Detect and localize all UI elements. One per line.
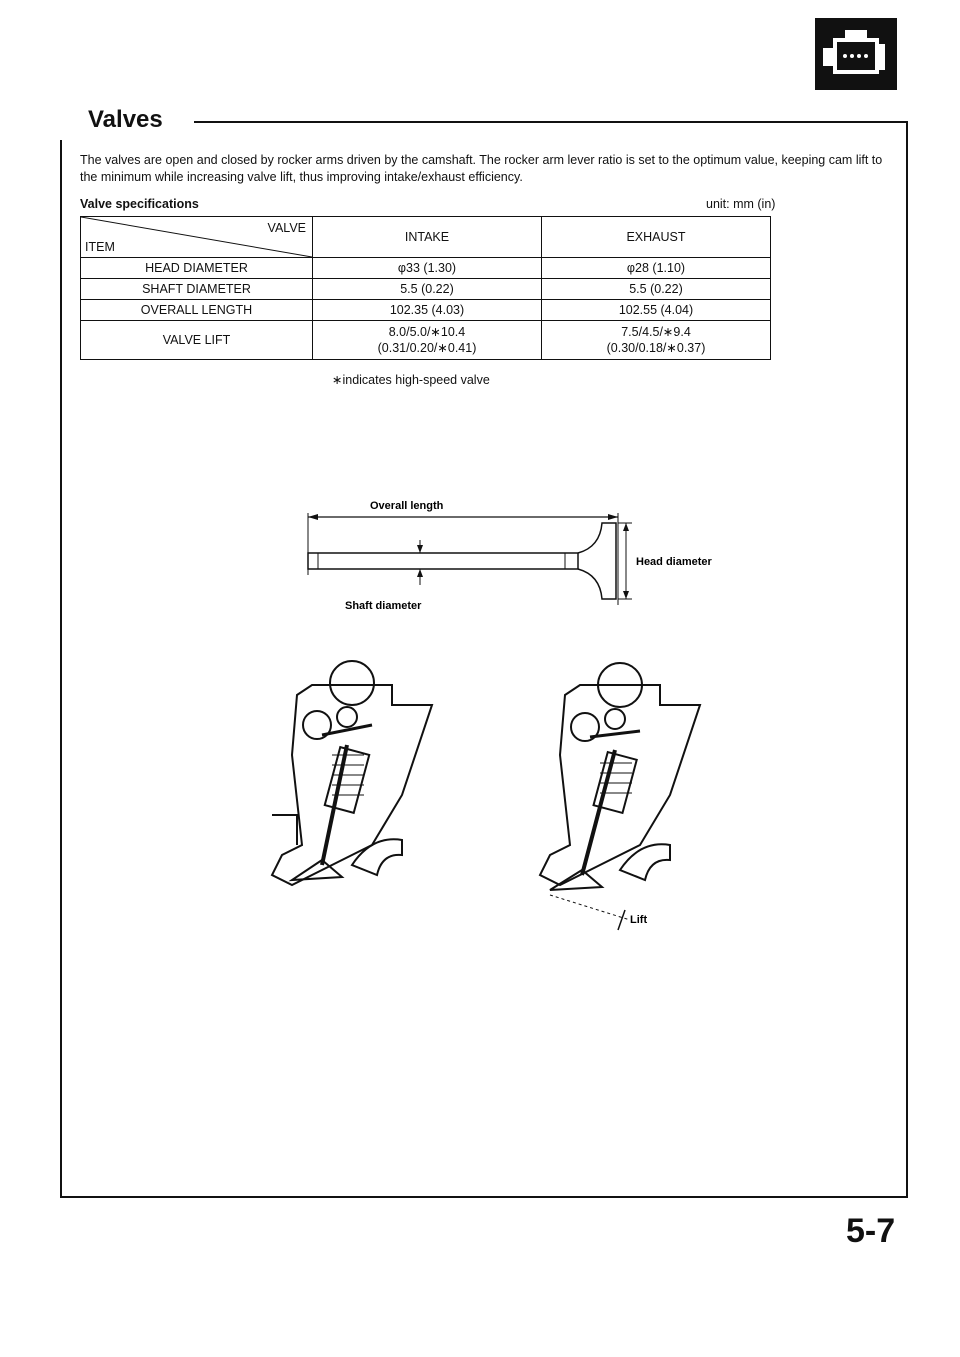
row-exhaust: φ28 (1.10) (541, 257, 771, 279)
table-row: HEAD DIAMETER φ33 (1.30) φ28 (1.10) (80, 257, 771, 279)
row-item: VALVE LIFT (80, 320, 313, 360)
row-item: SHAFT DIAMETER (80, 278, 313, 300)
lift-intake-mm: 8.0/5.0/∗10.4 (388, 325, 466, 339)
row-exhaust: 7.5/4.5/∗9.4 (0.30/0.18/∗0.37) (541, 320, 771, 360)
valve-dimension-diagram: Overall length Shaft diameter Head diame… (300, 495, 760, 625)
frame-left-rule (60, 140, 62, 1197)
col-header-intake: INTAKE (312, 216, 542, 258)
section-title: Valves (88, 106, 163, 133)
row-item: HEAD DIAMETER (80, 257, 313, 279)
spec-table: VALVE ITEM INTAKE EXHAUST HEAD DIAMETER … (80, 216, 771, 360)
corner-cell: VALVE ITEM (80, 216, 313, 258)
spec-heading: Valve specifications (80, 197, 199, 211)
lift-intake-in: (0.31/0.20/∗0.41) (377, 341, 477, 355)
col-header-exhaust: EXHAUST (541, 216, 771, 258)
row-exhaust: 5.5 (0.22) (541, 278, 771, 300)
row-intake: 5.5 (0.22) (312, 278, 542, 300)
valve-closed-illustration (252, 655, 452, 910)
title-rule (194, 121, 906, 123)
page-number: 5-7 (846, 1212, 896, 1250)
head-diameter-label: Head diameter (636, 556, 713, 568)
table-header-row: VALVE ITEM INTAKE EXHAUST (80, 216, 771, 258)
corner-valve-label: VALVE (267, 221, 306, 235)
row-intake: 8.0/5.0/∗10.4 (0.31/0.20/∗0.41) (312, 320, 542, 360)
table-row: SHAFT DIAMETER 5.5 (0.22) 5.5 (0.22) (80, 278, 771, 300)
row-intake: 102.35 (4.03) (312, 299, 542, 321)
table-row: OVERALL LENGTH 102.35 (4.03) 102.55 (4.0… (80, 299, 771, 321)
corner-item-label: ITEM (85, 240, 115, 254)
row-intake: φ33 (1.30) (312, 257, 542, 279)
engine-icon (815, 18, 897, 90)
overall-length-label: Overall length (370, 500, 444, 512)
footnote: ∗indicates high-speed valve (332, 373, 490, 387)
table-row: VALVE LIFT 8.0/5.0/∗10.4 (0.31/0.20/∗0.4… (80, 320, 771, 360)
shaft-diameter-label: Shaft diameter (345, 600, 422, 612)
row-item: OVERALL LENGTH (80, 299, 313, 321)
row-exhaust: 102.55 (4.04) (541, 299, 771, 321)
frame-bottom-rule (60, 1196, 908, 1198)
lift-exhaust-in: (0.30/0.18/∗0.37) (606, 341, 706, 355)
valve-open-illustration: Lift (520, 655, 740, 940)
lift-label: Lift (630, 914, 647, 926)
unit-note: unit: mm (in) (706, 197, 776, 211)
lift-exhaust-mm: 7.5/4.5/∗9.4 (621, 325, 691, 339)
frame-right-rule (906, 121, 908, 1197)
intro-paragraph: The valves are open and closed by rocker… (80, 153, 883, 184)
